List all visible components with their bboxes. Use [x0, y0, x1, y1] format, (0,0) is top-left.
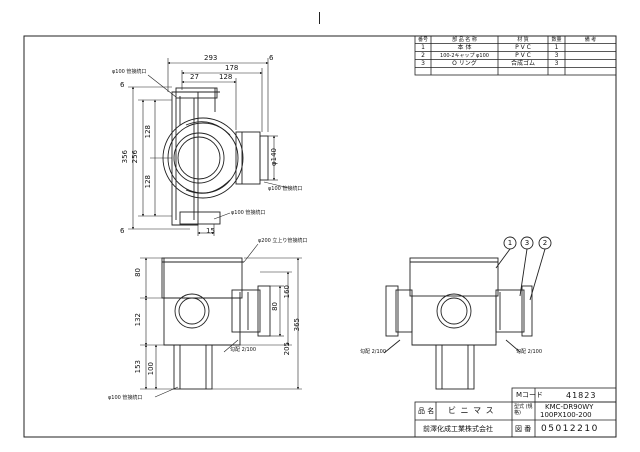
front-view-dimensions [140, 243, 302, 398]
dim-256: 256 [131, 150, 139, 164]
parts-row-name: O リング [452, 60, 477, 67]
top-view [162, 87, 269, 226]
m-code-value: 41823 [566, 391, 597, 400]
dim-6-bottom: 6 [120, 227, 125, 235]
callout-slope-side-right: 勾配 2/100 [516, 349, 542, 355]
m-code-label: Mコード [516, 391, 544, 399]
parts-header-material: 材 質 [517, 37, 529, 43]
callout-top-bottom-port: φ100 管接続口 [231, 210, 266, 216]
dim-phi140: φ140 [270, 148, 278, 166]
dim-132: 132 [134, 313, 142, 327]
balloon-label: 2 [542, 239, 548, 247]
model-label: 型式 (規格) [514, 404, 533, 416]
dim-293: 293 [204, 54, 218, 62]
dim-80-right: 80 [271, 302, 279, 311]
dim-6-right: 6 [269, 54, 274, 62]
dim-27: 27 [190, 73, 199, 81]
dim-128-horizontal: 128 [219, 73, 233, 81]
parts-row-qty: 3 [554, 60, 559, 67]
dim-15: 15 [206, 227, 215, 235]
parts-row-material: P V C [515, 44, 531, 51]
sheet-border [23, 35, 617, 438]
name-label: 品 名 [418, 407, 435, 415]
parts-row-qty: 3 [554, 52, 559, 59]
drawing-no-value: 05012210 [541, 424, 599, 434]
callout-top-left-port: φ100 管接続口 [112, 69, 147, 75]
balloon-label: 3 [524, 239, 530, 247]
callout-bottom-port: φ100 管接続口 [108, 395, 143, 401]
dim-100: 100 [147, 362, 155, 376]
name-value: ビ ニ マ ス [448, 406, 495, 415]
parts-row-no: 2 [421, 52, 425, 59]
dim-153: 153 [134, 360, 142, 374]
callout-riser-port: φ200 立上り管接続口 [258, 238, 308, 244]
title-block-grid [414, 387, 617, 438]
model-value-line1: KMC-DR90WY [545, 403, 594, 411]
dim-128-lower: 128 [144, 175, 152, 189]
drawing-no-label: 図 番 [515, 425, 532, 433]
dim-365: 365 [293, 318, 301, 332]
callout-slope-front: 勾配 2/100 [230, 347, 256, 353]
parts-header-no: 番号 [417, 37, 428, 43]
callout-top-right-port: φ100 管接続口 [268, 186, 303, 192]
dim-160: 160 [283, 285, 291, 299]
parts-table-grid [414, 35, 617, 76]
parts-row-name: 本 体 [457, 44, 472, 51]
parts-row-no: 3 [421, 60, 425, 67]
parts-row-material: 合成ゴム [510, 60, 535, 67]
dim-80-top: 80 [134, 268, 142, 277]
parts-row-material: P V C [515, 52, 531, 59]
dim-6-top: 6 [120, 81, 125, 89]
side-view [383, 236, 552, 390]
model-value-line2: 100PX100-200 [540, 411, 592, 419]
dim-356: 356 [121, 150, 129, 164]
parts-header-qty: 数量 [551, 37, 562, 43]
dim-205: 205 [283, 342, 291, 356]
dim-128-upper: 128 [144, 125, 152, 139]
dim-178: 178 [225, 64, 239, 72]
parts-row-name: 100-2キャップ φ100 [440, 53, 489, 59]
sheet-top-mark [319, 12, 320, 24]
parts-row-no: 1 [421, 44, 425, 51]
parts-header-name: 部 品 名 称 [452, 37, 477, 43]
top-view-dimensions [128, 58, 290, 236]
parts-row-qty: 1 [554, 44, 559, 51]
balloon-label: 1 [507, 239, 513, 247]
parts-header-note: 備 考 [584, 37, 597, 43]
front-view [161, 257, 271, 390]
company-name: 前澤化成工業株式会社 [423, 425, 493, 433]
callout-slope-side-left: 勾配 2/100 [360, 349, 386, 355]
